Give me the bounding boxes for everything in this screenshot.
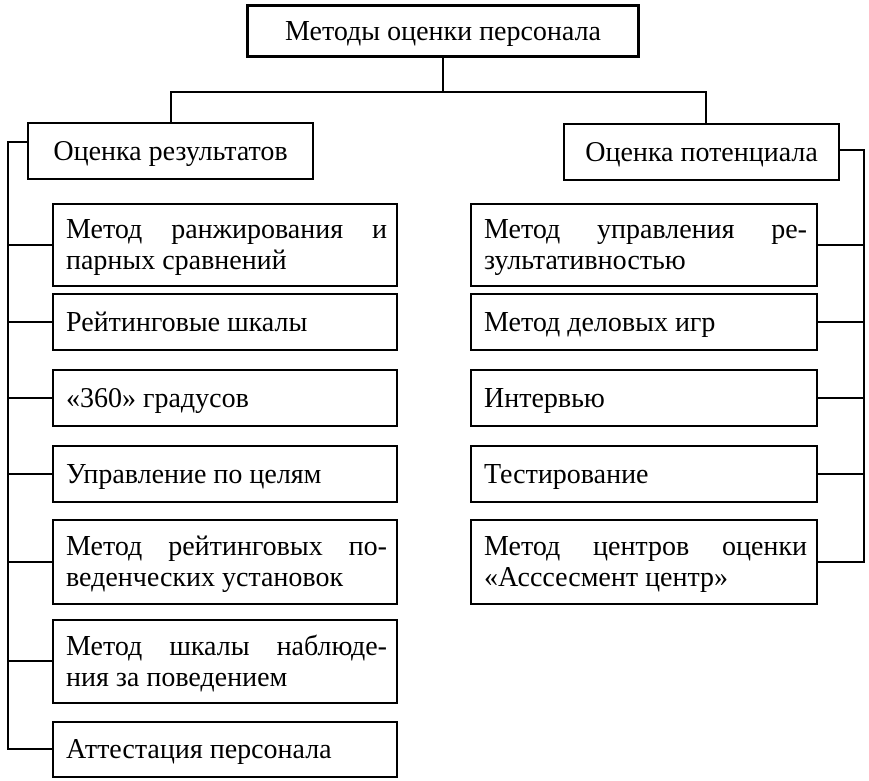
branch-potential-node: Оценка потенциала: [563, 123, 840, 181]
node-line: ния за поведением: [66, 661, 288, 693]
node-testing: Тестирование: [470, 445, 818, 503]
node-line: «Асссесмент центр»: [484, 562, 729, 593]
connector-left-stub-2: [7, 321, 53, 323]
node-line: Метод деловых игр: [484, 306, 716, 338]
node-personnel-attestation: Аттестация персонала: [52, 721, 398, 778]
connector-root-drop: [442, 57, 444, 93]
connector-left-header-stub: [7, 141, 28, 143]
connector-left-stub-4: [7, 473, 53, 475]
branch-results-label: Оценка результатов: [53, 135, 288, 167]
connector-right-stub-2: [817, 321, 865, 323]
node-assessment-center: Метод центров оценки «Асссесмент центр»: [470, 519, 818, 605]
connector-left-stub-3: [7, 397, 53, 399]
connector-right-stub-1: [817, 244, 865, 246]
connector-left-stub-7: [7, 748, 53, 750]
node-line: Аттестация персонала: [66, 734, 332, 765]
connector-left-stub-1: [7, 244, 53, 246]
connector-right-header-stub: [839, 149, 865, 151]
node-line: парных сравнений: [66, 245, 287, 276]
node-behavior-observation-scale: Метод шкалы наблюде- ния за поведением: [52, 619, 398, 704]
node-line: Метод ранжирования и: [66, 214, 387, 245]
connector-left-branch-drop: [170, 91, 172, 124]
node-interview: Интервью: [470, 369, 818, 427]
connector-right-branch-drop: [705, 91, 707, 125]
connector-branch-split: [170, 91, 707, 93]
node-performance-management: Метод управления ре- зультативностью: [470, 203, 818, 287]
root-node: Методы оценки персонала: [246, 4, 640, 58]
node-360-degrees: «360» градусов: [52, 369, 398, 427]
node-management-by-objectives: Управление по целям: [52, 445, 398, 503]
node-line: «360» градусов: [66, 382, 249, 414]
node-line: Метод рейтинговых по-: [66, 531, 387, 562]
node-line: Метод шкалы наблюде-: [66, 630, 387, 662]
node-rating-scales: Рейтинговые шкалы: [52, 293, 398, 351]
connector-left-stub-6: [7, 660, 53, 662]
connector-right-stub-3: [817, 397, 865, 399]
node-line: зультативностью: [484, 245, 686, 276]
node-line: Управление по целям: [66, 458, 322, 490]
node-line: Рейтинговые шкалы: [66, 306, 308, 338]
connector-right-spine: [863, 149, 865, 563]
connector-right-stub-5: [817, 561, 865, 563]
node-ranking-paired-comparison: Метод ранжирования и парных сравнений: [52, 203, 398, 287]
node-line: Метод центров оценки: [484, 531, 807, 562]
connector-right-stub-4: [817, 473, 865, 475]
branch-results-node: Оценка результатов: [27, 122, 314, 180]
node-line: Тестирование: [484, 458, 649, 490]
node-business-games: Метод деловых игр: [470, 293, 818, 351]
connector-left-spine: [7, 141, 9, 750]
node-line: Интервью: [484, 382, 605, 414]
node-line: Метод управления ре-: [484, 214, 807, 245]
node-behavioral-rating-scales: Метод рейтинговых по- веденческих устано…: [52, 519, 398, 605]
root-label: Методы оценки персонала: [285, 15, 601, 47]
node-line: веденческих установок: [66, 562, 344, 593]
connector-left-stub-5: [7, 561, 53, 563]
branch-potential-label: Оценка потенциала: [585, 136, 818, 168]
